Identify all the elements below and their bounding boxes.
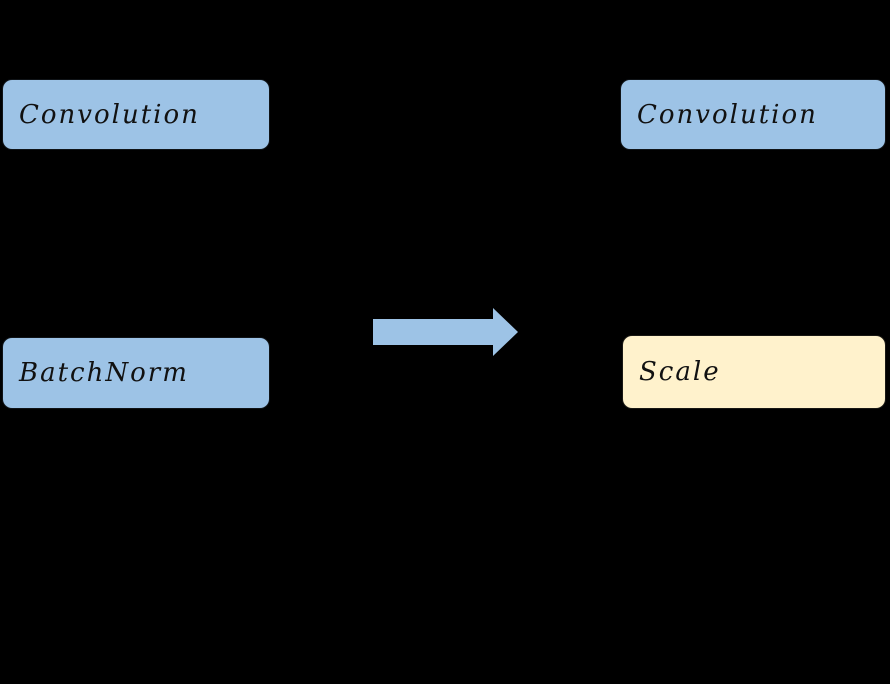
arrow-head-right-icon bbox=[493, 308, 518, 356]
node-batchnorm: BatchNorm bbox=[2, 337, 270, 409]
arrow-body bbox=[373, 319, 493, 345]
node-convolution-right: Convolution bbox=[620, 79, 886, 150]
transform-arrow bbox=[373, 308, 518, 356]
node-scale: Scale bbox=[622, 335, 886, 409]
node-convolution-left: Convolution bbox=[2, 79, 270, 150]
